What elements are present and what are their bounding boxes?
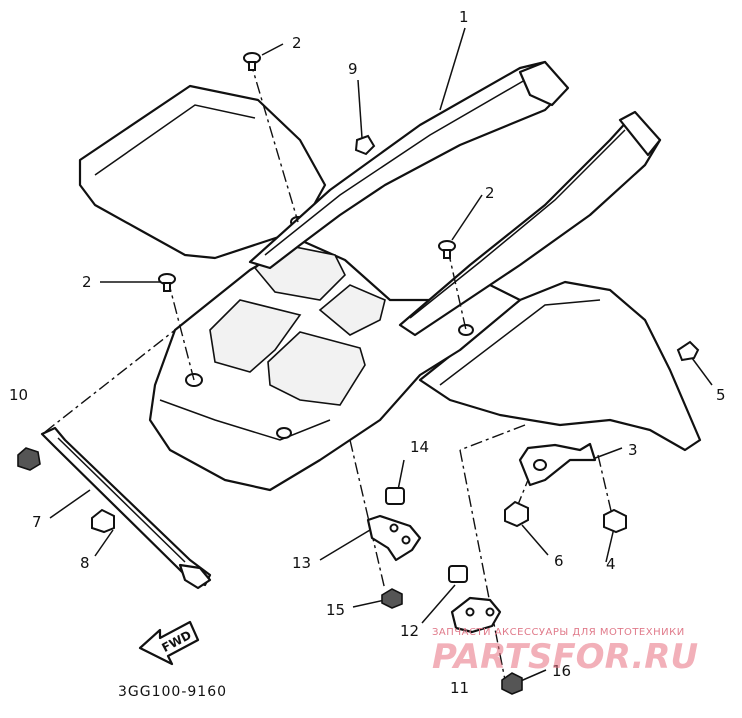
callout-14: 14 [410,438,429,456]
assembly-lines [44,59,613,681]
fwd-arrow: FWD [138,620,200,666]
callout-10: 10 [9,386,28,404]
screw-2-top [243,52,261,71]
bracket-13 [366,514,422,562]
washer-15 [381,588,403,609]
callout-4: 4 [606,555,616,573]
bracket-11 [450,596,502,634]
callout-labels: 1 2 9 2 2 5 10 3 14 7 8 13 6 4 15 12 16 … [9,8,726,697]
stay-7 [40,426,212,590]
watermark-logo: PARTSFOR.RU [432,637,698,677]
front-fender-body [78,84,702,492]
nut-10 [17,447,41,471]
bolt-8 [91,508,115,534]
clip-9 [354,134,376,156]
callout-15: 15 [326,601,345,619]
callout-12: 12 [400,622,419,640]
callout-7: 7 [32,513,42,531]
callout-2-right: 2 [485,184,495,202]
nut-16 [501,672,523,695]
leader-lines [49,27,713,684]
bolt-14 [385,487,405,505]
callout-1: 1 [459,8,469,26]
callout-9: 9 [348,60,358,78]
fender-right-rail [398,110,662,337]
callout-5: 5 [716,386,726,404]
nut-6 [504,500,529,528]
fender-left-rail [248,60,570,270]
callout-2-left: 2 [82,273,92,291]
callout-11: 11 [450,679,469,697]
callout-2-top: 2 [292,34,302,52]
callout-3: 3 [628,441,638,459]
bolt-12 [448,565,468,583]
bracket-3 [518,442,597,487]
screw-2-right [438,240,456,259]
screw-2-left [158,273,176,292]
callout-8: 8 [80,554,90,572]
callout-6: 6 [554,552,564,570]
callout-13: 13 [292,554,311,572]
watermark-subtitle: ЗАПЧАСТИ АКСЕССУАРЫ ДЛЯ МОТОТЕХНИКИ [432,627,685,638]
callout-16: 16 [552,662,571,680]
part-code: 3GG100-9160 [118,684,227,700]
watermark: ЗАПЧАСТИ АКСЕССУАРЫ ДЛЯ МОТОТЕХНИКИ PART… [432,627,698,677]
bolt-4 [603,508,627,534]
grommet-5 [676,340,700,362]
